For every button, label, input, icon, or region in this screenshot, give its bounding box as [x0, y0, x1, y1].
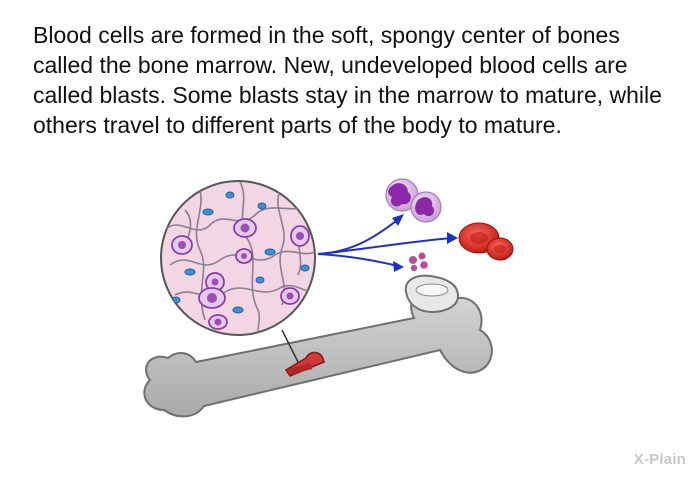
marrow-magnified-circle-icon — [160, 180, 316, 336]
platelets-icon — [409, 252, 428, 272]
arrowheads — [392, 214, 458, 272]
xplain-logo: X-Plain — [634, 451, 686, 468]
white-blood-cells-icon — [385, 178, 442, 223]
connector-line — [281, 329, 299, 363]
red-blood-cells-icon — [458, 222, 514, 261]
intro-paragraph: Blood cells are formed in the soft, spon… — [33, 22, 662, 138]
bone-icon — [143, 274, 493, 418]
xplain-logo-text: X-Plain — [633, 451, 686, 468]
arrow-icon — [317, 217, 453, 267]
